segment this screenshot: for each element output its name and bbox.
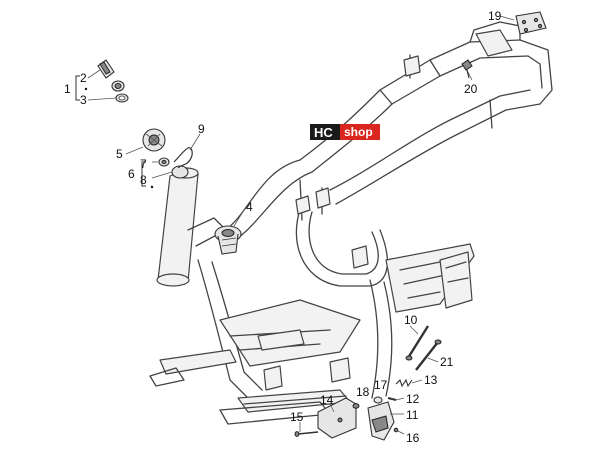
callout-16: 16 [406, 431, 420, 445]
callout-12: 12 [406, 392, 420, 406]
callout-8: 8 [140, 173, 147, 187]
part-7-washer [158, 157, 170, 167]
part-11-stand-switch [367, 401, 395, 441]
callout-21: 21 [440, 355, 454, 369]
callout-1: 1 [64, 82, 71, 96]
callout-9: 9 [198, 122, 205, 136]
part-13-spring [395, 378, 413, 388]
logo-dark-block [310, 124, 340, 140]
part-19-rear-bracket [515, 11, 547, 35]
callout-14: 14 [320, 393, 334, 407]
logo-red-block [340, 124, 380, 140]
logo-hc-text: HC [314, 125, 333, 140]
part-12-pin [387, 397, 397, 401]
callout-6: 6 [128, 167, 135, 181]
part-21-bolt [415, 339, 442, 371]
callout-11: 11 [406, 408, 419, 422]
part-15-screw [294, 431, 319, 437]
part-17-nut [373, 396, 383, 404]
part-10-long-bolt [405, 325, 430, 361]
callout-19: 19 [488, 9, 502, 23]
part-16-small-screw [393, 427, 399, 433]
chassis-frame [149, 21, 553, 425]
part-2-lock-cylinder [97, 59, 115, 79]
callout-10: 10 [404, 313, 418, 327]
part-18-bolt [352, 403, 360, 409]
part-1-lock-body [111, 80, 125, 92]
callout-7: 7 [140, 157, 147, 171]
callout-18: 18 [356, 385, 370, 399]
callout-3: 3 [80, 93, 87, 107]
callout-labels: 1 2 3 4 5 6 7 8 9 10 11 12 13 14 15 16 1… [64, 9, 502, 445]
bracket-dots [84, 87, 154, 189]
part-8-cap [171, 165, 189, 179]
leader-lines [75, 15, 515, 435]
callout-15: 15 [290, 410, 304, 424]
callout-17: 17 [374, 378, 388, 392]
part-4-steering-bearing [214, 225, 242, 255]
callout-20: 20 [464, 82, 478, 96]
callout-13: 13 [424, 373, 438, 387]
part-5-lock-housing [142, 128, 166, 152]
callout-2: 2 [80, 71, 87, 85]
logo-shop-text: shop [344, 125, 373, 139]
part-9-spring-wire [173, 147, 193, 169]
callout-4: 4 [246, 200, 253, 214]
part-14-stand-bracket [317, 397, 357, 439]
hc-shop-logo: HC shop [310, 124, 380, 140]
part-20-screw [461, 59, 473, 79]
callout-5: 5 [116, 147, 123, 161]
part-3-ring [115, 93, 129, 103]
